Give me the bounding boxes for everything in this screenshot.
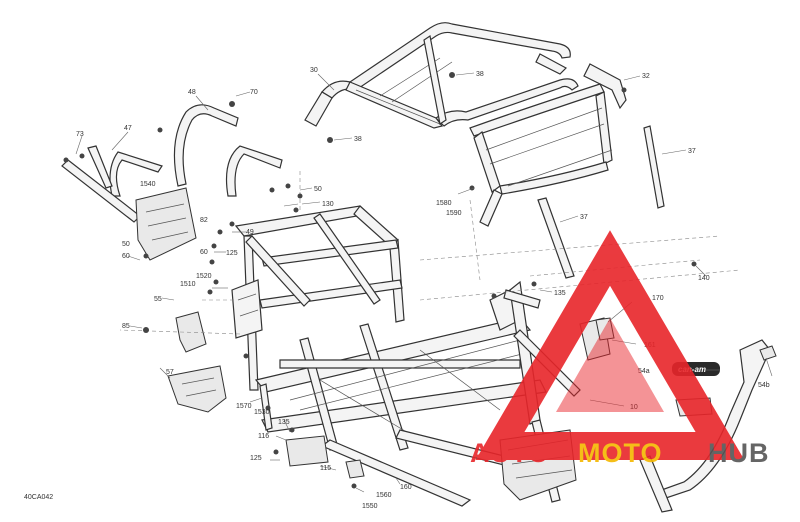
- callout-38a: 38: [476, 71, 484, 78]
- callout-160: 160: [400, 484, 412, 491]
- callout-60a: 60: [200, 249, 208, 256]
- callout-1590: 1590: [446, 210, 462, 217]
- callout-1550: 1550: [362, 503, 378, 510]
- callout-1530: 1530: [254, 409, 270, 416]
- callout-1520: 1520: [196, 273, 212, 280]
- callout-135a: 135: [278, 419, 290, 426]
- roll-cage-roof: [304, 22, 579, 129]
- callout-73: 73: [76, 131, 84, 138]
- callout-135b: 135: [554, 290, 566, 297]
- callout-1510: 1510: [180, 281, 196, 288]
- callout-116: 116: [258, 433, 269, 440]
- callout-54a: 54a: [638, 368, 650, 375]
- watermark-word-moto: MOTO: [578, 438, 663, 468]
- callout-10: 10: [630, 404, 638, 411]
- callout-38b: 38: [354, 136, 362, 143]
- callout-170: 170: [652, 295, 664, 302]
- callout-140: 140: [698, 275, 710, 282]
- callout-57: 57: [166, 369, 174, 376]
- main-frame: [231, 205, 581, 507]
- callout-125b: 125: [250, 455, 262, 462]
- watermark-word-hub: HUB: [708, 438, 770, 468]
- callout-54b: 54b: [758, 382, 770, 389]
- callout-50b: 50: [122, 241, 130, 248]
- watermark-word-auto: AUTO: [470, 438, 550, 468]
- badge-text: can-am: [678, 365, 706, 374]
- watermark-logo: AUTO MOTO HUB: [470, 230, 770, 468]
- callout-125a: 125: [226, 250, 238, 257]
- callout-1540: 1540: [140, 181, 156, 188]
- watermark-triangle: [475, 230, 745, 460]
- callout-48: 48: [188, 89, 196, 96]
- callout-1580: 1580: [436, 200, 452, 207]
- callout-labels: 30 38 32 38 37 37 1580 1590 48 70 47 73 …: [76, 67, 770, 510]
- watermark-triangle-inner: [556, 318, 664, 412]
- roll-cage-rear: [469, 63, 627, 227]
- callout-115: 115: [320, 465, 331, 472]
- callout-55: 55: [154, 296, 162, 303]
- callout-37b: 37: [580, 214, 588, 221]
- callout-30: 30: [310, 67, 318, 74]
- callout-50a: 50: [314, 186, 322, 193]
- callout-70: 70: [250, 89, 258, 96]
- rear-pillar-left: [537, 197, 575, 279]
- callout-49: 49: [246, 229, 254, 236]
- front-tubes: [61, 104, 283, 223]
- callout-1570: 1570: [236, 403, 252, 410]
- callout-37a: 37: [688, 148, 696, 155]
- callout-85: 85: [122, 323, 130, 330]
- callout-130: 130: [322, 201, 334, 208]
- diagram-code: 40CA042: [24, 494, 53, 501]
- fasteners: [63, 72, 697, 489]
- callout-60b: 60: [122, 253, 130, 260]
- rear-pillar-right: [643, 125, 665, 209]
- callout-32: 32: [642, 73, 650, 80]
- callout-47: 47: [124, 125, 132, 132]
- callout-82: 82: [200, 217, 208, 224]
- leader-lines: [75, 72, 773, 493]
- callout-1560: 1560: [376, 492, 392, 499]
- brackets: [135, 187, 227, 413]
